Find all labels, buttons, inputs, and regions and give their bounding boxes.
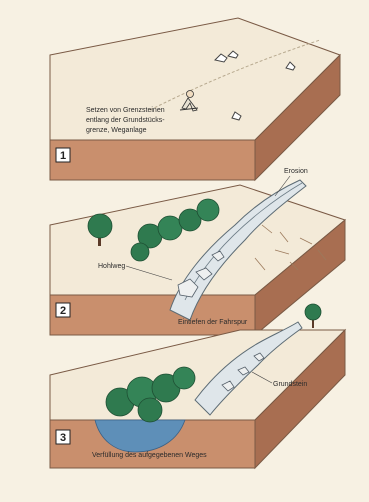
label-erosion: Erosion (284, 168, 308, 175)
block-2-front-face (50, 295, 255, 335)
block-1-front-face (50, 140, 255, 180)
block-2-caption: Eintiefen der Fahrspur (178, 319, 248, 326)
block-1-number: 1 (60, 150, 66, 162)
block-1-caption-line: Setzen von Grenzsteinen (86, 107, 165, 114)
block-3-caption: Verfüllung des aufgegebenen Weges (92, 452, 207, 459)
block-2-number: 2 (60, 305, 66, 317)
small-tree-icon (305, 304, 321, 328)
block-1-caption-line: grenze, Weganlage (86, 127, 147, 134)
block-3-number: 3 (60, 432, 66, 444)
label-grundstein: Grundstein (273, 381, 307, 388)
block-1: Setzen von Grenzsteinen entlang der Grun… (50, 18, 340, 180)
block-1-caption-line: entlang der Grundstücks- (86, 117, 165, 124)
block-2: Hohlweg Erosion Eintiefen der Fahrspur 2 (50, 168, 345, 335)
label-hohlweg: Hohlweg (98, 263, 125, 270)
